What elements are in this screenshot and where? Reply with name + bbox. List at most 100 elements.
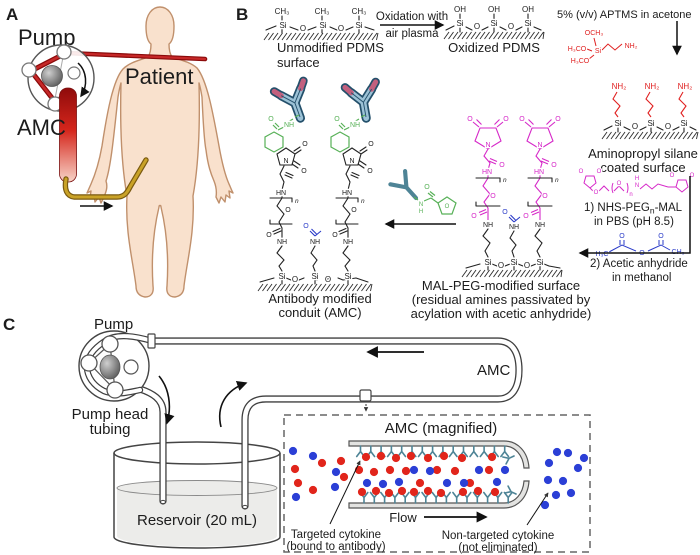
hatch-line bbox=[506, 31, 513, 40]
antibody-icon bbox=[479, 445, 489, 458]
cytokine-dot-red bbox=[465, 478, 475, 488]
flow-arrow-down-icon bbox=[77, 62, 90, 98]
cytokine-dot-blue bbox=[551, 490, 561, 500]
panel-b: B CH₃ CH₃ CH₃ Si Si Si O O Unmodified PD… bbox=[236, 4, 699, 321]
atom-label: NH bbox=[343, 239, 353, 246]
cytokine-dot-blue bbox=[288, 446, 298, 456]
atom-label: Si bbox=[680, 119, 687, 128]
atom-label: OH bbox=[454, 5, 466, 14]
hatch-line bbox=[470, 31, 477, 40]
atom-label: NH bbox=[483, 222, 493, 229]
patient-silhouette bbox=[86, 6, 234, 298]
atom-label: Si bbox=[279, 21, 286, 30]
atom-label: n bbox=[361, 198, 365, 205]
atom-label: O bbox=[658, 233, 664, 240]
atom-label: O bbox=[665, 122, 671, 131]
hatch-line bbox=[493, 269, 499, 278]
cytokine-dot-red bbox=[357, 487, 367, 497]
cytokine-dot-red bbox=[490, 487, 500, 497]
hatch-line bbox=[633, 131, 639, 140]
atom-label: Si bbox=[524, 19, 531, 28]
atom-label: O bbox=[524, 261, 530, 270]
hatch-line bbox=[610, 131, 617, 140]
atom-label: n bbox=[555, 177, 559, 184]
hatch-line bbox=[529, 31, 535, 40]
hatch-line bbox=[461, 269, 468, 278]
cytokine-dot-blue bbox=[474, 465, 484, 475]
hatch-line bbox=[286, 32, 292, 41]
amc-structure: O NH N O O HN n O O NH O NH N O O HN bbox=[257, 81, 381, 320]
acetic-anhydride-structure: O O H₃C O CH₃ bbox=[594, 232, 686, 260]
atom-label: HN bbox=[276, 190, 286, 197]
hatch-line bbox=[293, 283, 300, 292]
hatch-line bbox=[502, 269, 508, 278]
atom-label: O bbox=[338, 24, 344, 33]
atom-label: Si bbox=[456, 19, 463, 28]
antibody-icon bbox=[502, 451, 517, 465]
antibody-icon bbox=[452, 491, 462, 504]
pump-icon-a bbox=[21, 44, 95, 112]
mal-peg-caption2: (residual amines passivated by bbox=[412, 292, 591, 307]
panel-b-label: B bbox=[236, 5, 248, 24]
hatch-line bbox=[488, 31, 495, 40]
unmodified-pdms-structure: CH₃ CH₃ CH₃ Si Si Si O O Unmodified PDMS… bbox=[263, 6, 384, 70]
patient-label: Patient bbox=[125, 64, 194, 89]
hatch-line bbox=[502, 31, 508, 40]
pump-icon-c bbox=[78, 330, 156, 402]
atom-label: N bbox=[537, 142, 542, 149]
antibody-icon bbox=[500, 445, 510, 458]
atom-label: H₃CO bbox=[568, 46, 587, 53]
atom-label: Si bbox=[614, 119, 621, 128]
hatch-line bbox=[271, 283, 277, 292]
atom-label: O bbox=[502, 209, 508, 216]
hatch-line bbox=[642, 131, 648, 140]
aptms-structure: OCH₃ H₃CO H₃CO Si NH₂ bbox=[566, 29, 638, 67]
cytokine-dot-red bbox=[401, 466, 411, 476]
atom-label: H₃C bbox=[596, 251, 609, 258]
hatch-line bbox=[560, 269, 563, 278]
cytokine-dot-red bbox=[317, 458, 327, 468]
mal-peg-caption3: acylation with acetic anhydride) bbox=[411, 306, 592, 321]
hatch-line bbox=[262, 283, 268, 292]
hatch-line bbox=[542, 269, 549, 278]
hatch-line bbox=[529, 269, 535, 278]
pump-head-label2: tubing bbox=[90, 421, 131, 438]
atom-label: NH bbox=[277, 239, 287, 246]
hatch-line bbox=[520, 31, 526, 40]
hatch-line bbox=[343, 283, 349, 292]
cytokine-dot-blue bbox=[459, 478, 469, 488]
surface-hatch bbox=[263, 32, 379, 41]
acetic-step-label2: in methanol bbox=[612, 272, 671, 284]
cytokine-dot-red bbox=[458, 487, 468, 497]
hatch-line bbox=[362, 32, 369, 41]
atom-label: O bbox=[285, 207, 291, 214]
hatch-line bbox=[331, 32, 337, 41]
flow-arrow-up-icon bbox=[219, 381, 248, 428]
atom-label: O bbox=[351, 207, 357, 214]
hatch-line bbox=[511, 269, 517, 278]
hatch-line bbox=[524, 269, 531, 278]
atom-label: Si bbox=[278, 272, 285, 281]
atom-label: O bbox=[424, 184, 430, 191]
atom-label: O bbox=[266, 232, 272, 239]
atom-label: O bbox=[268, 116, 274, 123]
hatch-line bbox=[615, 131, 621, 140]
hatch-line bbox=[307, 283, 313, 292]
atom-label: OCH₃ bbox=[585, 30, 604, 37]
pump-roller-icon bbox=[56, 44, 72, 60]
atom-label: Si bbox=[510, 258, 517, 267]
atom-label: O bbox=[519, 116, 525, 123]
hatch-line bbox=[299, 32, 306, 41]
atom-label: Si bbox=[344, 272, 351, 281]
pump-roller-icon bbox=[101, 335, 119, 353]
cytokine-dot-blue bbox=[540, 500, 550, 510]
atom-label: O bbox=[503, 116, 509, 123]
atom-label: NH₂ bbox=[645, 82, 660, 91]
hatch-line bbox=[493, 31, 499, 40]
antibody-icon bbox=[390, 171, 423, 205]
hatch-line bbox=[655, 131, 662, 140]
atom-label: H bbox=[635, 176, 639, 182]
cytokine-dot-red bbox=[450, 466, 460, 476]
hatch-line bbox=[365, 283, 372, 292]
oxidation-step-label2: air plasma bbox=[385, 28, 439, 40]
